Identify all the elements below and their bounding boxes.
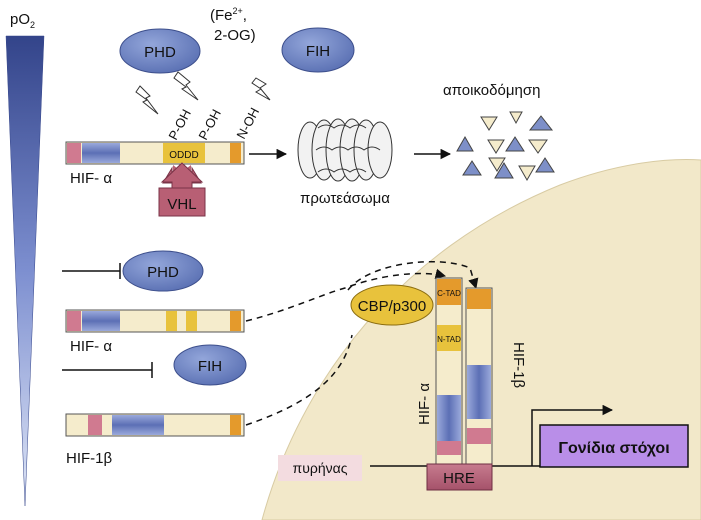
dashed-path-beta	[245, 334, 353, 426]
lightning-bolt-icon	[135, 85, 159, 115]
proteasome-icon	[297, 118, 393, 182]
transcription-arrow	[531, 404, 614, 466]
vhl-block	[158, 162, 206, 217]
cofactor-label: (Fe2+,	[210, 6, 247, 24]
hif-alpha-bar-hydroxylated: ODDD	[65, 141, 245, 165]
cbp-p300-label: CBP/p300	[358, 298, 426, 315]
fih-enzyme-inhibited	[173, 344, 247, 386]
oddd-label: ODDD	[169, 150, 198, 161]
hif-alpha-bar-stable	[65, 309, 245, 333]
target-genes-box	[539, 424, 689, 468]
poh-label-1: P-OH	[165, 107, 194, 143]
hre-label: HRE	[443, 470, 475, 487]
nucleus-label-box	[278, 455, 362, 481]
phd-label-top: PHD	[144, 44, 176, 61]
target-genes-label: Γονίδια στόχοι	[558, 440, 669, 457]
phd-enzyme-inhibited	[122, 250, 204, 292]
poh-label-2: P-OH	[195, 107, 224, 143]
dashed-path-cbp	[347, 260, 479, 291]
cbp-p300-coactivator	[350, 284, 434, 326]
hif-1b-vertical-bar	[465, 287, 493, 465]
lightning-bolt-icons	[135, 71, 271, 115]
dashed-path-alpha	[245, 268, 447, 322]
degradation-fragments	[456, 111, 555, 182]
hif-1b-vertical-label: HIF-1β	[510, 342, 527, 389]
degradation-label: αποικοδόμηση	[443, 82, 540, 99]
fih-enzyme-top	[281, 27, 355, 73]
hif-alpha-vertical-bar	[435, 277, 463, 465]
nucleus-label: πυρήνας	[293, 460, 348, 476]
hif-1b-label: HIF-1β	[66, 450, 113, 467]
phd-label-inhibited: PHD	[147, 264, 179, 281]
hre-box	[426, 463, 493, 491]
ctad-label: C-TAD	[437, 289, 461, 298]
lightning-bolt-icon	[173, 71, 199, 101]
ntad-label: N-TAD	[437, 335, 461, 344]
proteasome-label: πρωτεάσωμα	[300, 190, 390, 207]
fih-label-top: FIH	[306, 43, 330, 60]
po2-label: pO2	[10, 11, 35, 30]
noh-label: N-OH	[233, 105, 262, 141]
hif-alpha-label-1: HIF- α	[70, 170, 112, 187]
hif-alpha-label-2: HIF- α	[70, 338, 112, 355]
cofactor-label-2: 2-OG)	[214, 27, 256, 44]
hif-alpha-vertical-label: HIF- α	[416, 383, 433, 425]
po2-gradient-wedge	[5, 35, 45, 507]
vhl-label: VHL	[167, 196, 196, 213]
phd-enzyme-top	[119, 28, 201, 74]
hif-1b-bar	[65, 413, 245, 437]
fih-label-inhibited: FIH	[198, 358, 222, 375]
lightning-bolt-icon	[251, 77, 271, 101]
